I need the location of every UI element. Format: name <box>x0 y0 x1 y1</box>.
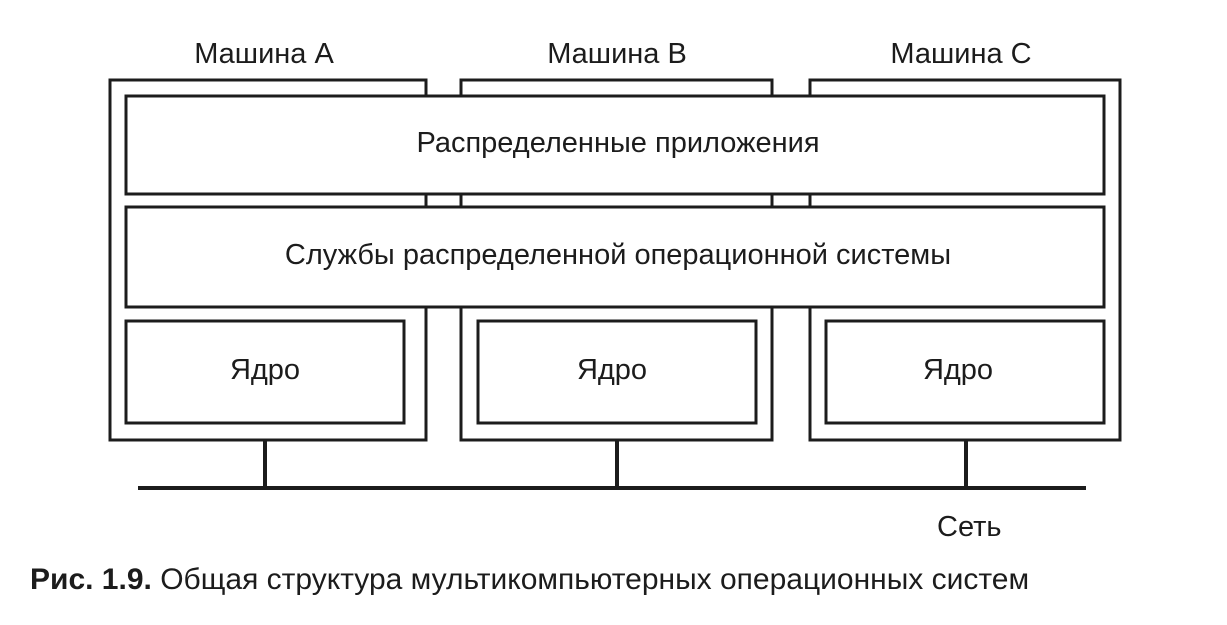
machine-label-b: Машина B <box>547 38 687 70</box>
figure-caption: Рис. 1.9. Общая структура мультикомпьюте… <box>30 563 1029 597</box>
applications-label: Распределенные приложения <box>416 127 820 159</box>
kernel-box-a <box>124 319 406 425</box>
kernel-label-a: Ядро <box>229 354 301 386</box>
kernel-label-b: Ядро <box>576 354 648 386</box>
machine-label-a: Машина A <box>194 38 334 70</box>
applications-band <box>124 94 1106 196</box>
kernel-box-b <box>476 319 758 425</box>
services-band <box>124 205 1106 309</box>
machine-label-c: Машина C <box>890 38 1032 70</box>
kernel-box-c <box>824 319 1106 425</box>
services-label: Службы распределенной операционной систе… <box>284 239 952 271</box>
caption-text: Общая структура мультикомпьютерных опера… <box>160 563 1030 596</box>
network-label: Сеть <box>937 511 1002 543</box>
caption-prefix: Рис. 1.9. <box>30 563 152 596</box>
kernel-label-c: Ядро <box>922 354 994 386</box>
